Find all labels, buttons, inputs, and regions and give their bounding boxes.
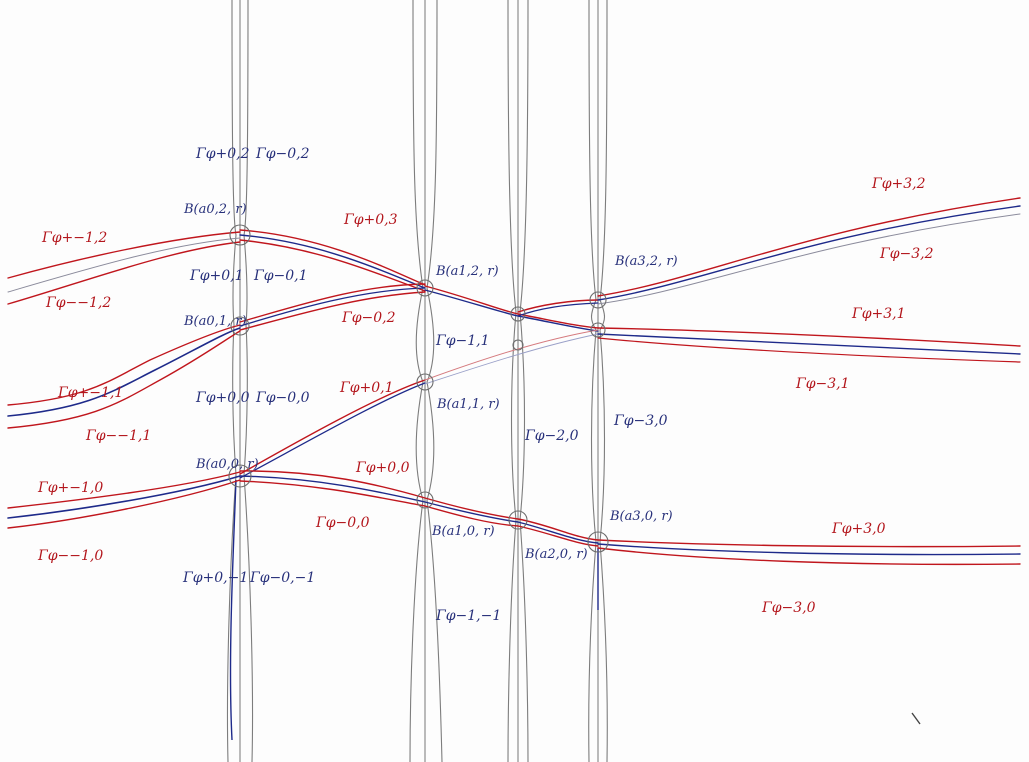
label-phi-plus-0-1: Γφ+0,1 — [189, 268, 244, 284]
label-Phi-plus-0-3: Γφ+0,3 — [343, 212, 398, 228]
vertical-tube-col-1 — [409, 0, 443, 762]
vertical-labels: Γφ+0,2 Γφ−0,2 Γφ+0,1 Γφ−0,1 Γφ+0,0 Γφ−0,… — [182, 146, 668, 624]
label-phi-minus-2-0: Γφ−2,0 — [524, 428, 579, 444]
vertical-tubes — [226, 0, 608, 762]
label-phi-minus-0-minus1: Γφ−0,−1 — [249, 570, 315, 586]
ball-a0-1 — [230, 316, 250, 336]
label-Phi-plus-m1-0: Γφ+−1,0 — [37, 480, 103, 496]
ball-label-a0-1: B(a0,1, r) — [183, 314, 247, 329]
strand-0-2 — [239, 283, 426, 331]
ball-label-a1-2: B(a1,2, r) — [435, 264, 499, 279]
label-phi-minus-0-0: Γφ−0,0 — [255, 390, 310, 406]
horizontal-labels: Γφ+−1,2 Γφ−−1,2 Γφ+−1,1 Γφ−−1,1 Γφ+−1,0 … — [37, 176, 934, 616]
ball-label-a3-0: B(a3,0, r) — [609, 509, 673, 524]
label-Phi-minus-0-0: Γφ−0,0 — [315, 515, 370, 531]
strand-1-2 — [424, 285, 599, 332]
label-Phi-plus-m1-2: Γφ+−1,2 — [41, 230, 107, 246]
ball-a2-0 — [508, 510, 528, 530]
ball-a0-2 — [229, 224, 251, 246]
strand-minus1-1 — [7, 324, 241, 429]
ball-label-a2-0: B(a2,0, r) — [524, 547, 588, 562]
ball-label-a1-0: B(a1,0, r) — [431, 524, 495, 539]
label-phi-minus-3-0: Γφ−3,0 — [613, 413, 668, 429]
label-phi-plus-0-minus1: Γφ+0,−1 — [182, 570, 248, 586]
strand-3-1 — [597, 327, 1021, 363]
ball-a1-0 — [416, 491, 434, 509]
label-Phi-plus-3-1: Γφ+3,1 — [851, 306, 906, 322]
ball-label-a1-1: B(a1,1, r) — [436, 397, 500, 412]
label-Phi-minus-m1-1: Γφ−−1,1 — [85, 428, 151, 444]
vertical-tube-col-3 — [588, 0, 608, 762]
label-Phi-plus-0-0: Γφ+0,0 — [355, 460, 410, 476]
pencil-mark — [911, 712, 921, 725]
label-phi-plus-0-2: Γφ+0,2 — [195, 146, 250, 162]
ball-label-a0-0: B(a0,0, r) — [195, 457, 259, 472]
label-Phi-minus-3-0: Γφ−3,0 — [761, 600, 816, 616]
vertical-tube-col-2 — [507, 0, 529, 762]
label-phi-plus-0-0: Γφ+0,0 — [195, 390, 250, 406]
strand-3-0 — [597, 539, 1021, 566]
label-phi-minus-0-1: Γφ−0,1 — [253, 268, 308, 284]
label-Phi-minus-3-1: Γφ−3,1 — [795, 376, 850, 392]
ball-a1-2 — [416, 279, 434, 297]
horizontal-tubes — [7, 197, 1021, 566]
label-Phi-minus-3-2: Γφ−3,2 — [879, 246, 934, 262]
ball-a2-1b — [512, 339, 524, 351]
strand-2-2 — [517, 299, 599, 317]
label-phi-minus-1-1: Γφ−1,1 — [435, 333, 490, 349]
label-Phi-minus-m1-2: Γφ−−1,2 — [45, 295, 111, 311]
label-phi-minus-1-minus1: Γφ−1,−1 — [435, 608, 501, 624]
label-Phi-plus-3-2: Γφ+3,2 — [871, 176, 926, 192]
ball-label-a0-2: B(a0,2, r) — [183, 202, 247, 217]
strand-minus1-0 — [7, 471, 241, 529]
strand-3-2 — [597, 197, 1021, 305]
strand-0-1 — [239, 329, 599, 479]
ball-a3-1 — [590, 322, 606, 338]
ball-a3-0 — [587, 531, 609, 553]
label-Phi-plus-0-1: Γφ+0,1 — [339, 380, 394, 396]
label-Phi-plus-3-0: Γφ+3,0 — [831, 521, 886, 537]
ball-a0-0 — [228, 464, 252, 488]
label-Phi-minus-m1-0: Γφ−−1,0 — [37, 548, 103, 564]
ball-labels: B(a0,2, r) B(a0,1, r) B(a0,0, r) B(a1,2,… — [183, 202, 678, 562]
label-Phi-minus-0-2: Γφ−0,2 — [341, 310, 396, 326]
junction-balls — [228, 224, 609, 553]
strand-minus1-2 — [7, 231, 241, 305]
label-Phi-plus-m1-1: Γφ+−1,1 — [57, 385, 123, 401]
ball-a2-1 — [510, 306, 526, 322]
ball-a1-1 — [416, 373, 434, 391]
strand-0-0 — [239, 470, 599, 547]
label-phi-minus-0-2: Γφ−0,2 — [255, 146, 310, 162]
ball-a3-2 — [589, 291, 607, 309]
vertical-tube-col-0 — [226, 0, 254, 762]
ball-label-a3-2: B(a3,2, r) — [614, 254, 678, 269]
